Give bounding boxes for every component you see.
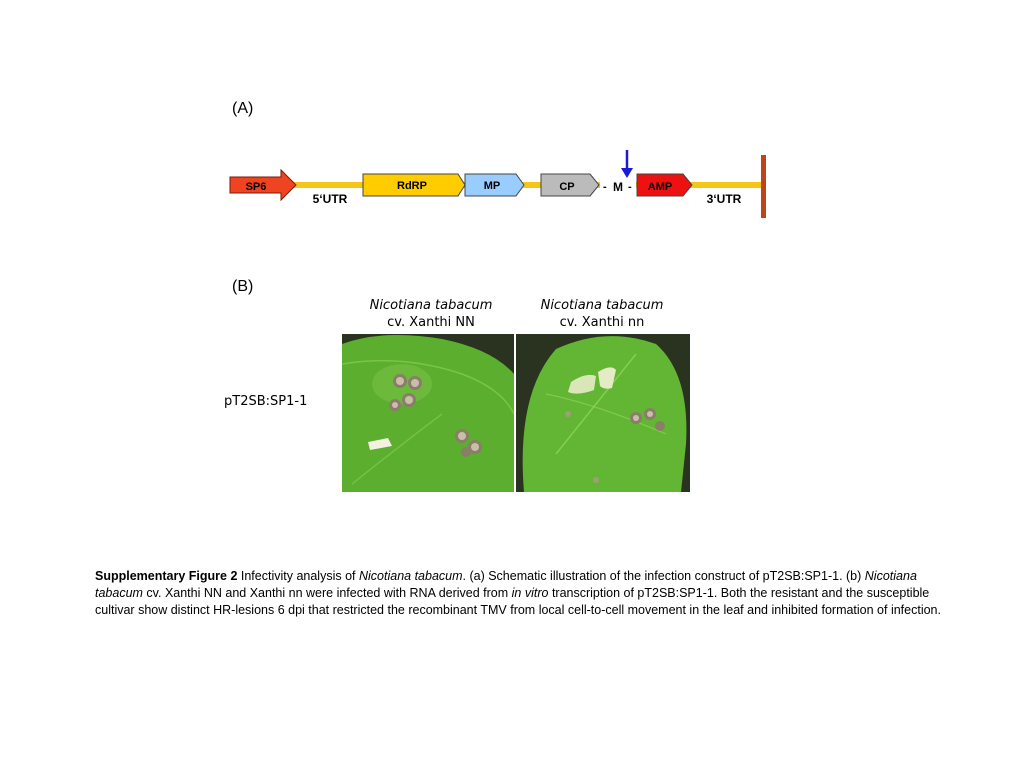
caption-in-vitro: in vitro <box>512 586 549 600</box>
cp-label: CP <box>559 181 574 193</box>
rdrp-label: RdRP <box>397 180 427 192</box>
sp6-label: SP6 <box>246 181 267 193</box>
column-cultivar: cv. Xanthi nn <box>516 314 688 331</box>
caption-text: Infectivity analysis of <box>237 569 359 583</box>
figure-caption: Supplementary Figure 2 Infectivity analy… <box>95 568 955 619</box>
caption-title: Supplementary Figure 2 <box>95 569 237 583</box>
column-species: Nicotiana tabacum <box>516 297 688 314</box>
amp-label: AMP <box>648 181 672 193</box>
mp-label: MP <box>484 180 501 192</box>
column-cultivar: cv. Xanthi NN <box>346 314 516 331</box>
leaf-photo-xanthi-NN <box>342 334 514 492</box>
column-header-xanthi-NN: Nicotiana tabacum cv. Xanthi NN <box>346 297 516 331</box>
m-right-dash: - <box>628 181 632 193</box>
caption-text: cv. Xanthi NN and Xanthi nn were infecte… <box>143 586 512 600</box>
insertion-arrow-head <box>621 168 633 178</box>
construct-backbone <box>285 182 765 188</box>
panel-b-label: (B) <box>232 278 253 296</box>
caption-species: Nicotiana tabacum <box>359 569 463 583</box>
m-left-dash: - <box>603 181 607 193</box>
column-header-xanthi-nn: Nicotiana tabacum cv. Xanthi nn <box>516 297 688 331</box>
m-label: M <box>613 180 623 194</box>
construct-end-bar <box>761 155 766 218</box>
utr3-label: 3‘UTR <box>707 192 742 206</box>
row-label: pT2SB:SP1-1 <box>224 394 307 409</box>
leaf-photo-xanthi-nn <box>516 334 690 492</box>
caption-text: . (a) Schematic illustration of the infe… <box>463 569 865 583</box>
utr5-label: 5‘UTR <box>313 192 348 206</box>
column-species: Nicotiana tabacum <box>346 297 516 314</box>
infection-construct-diagram: SP6 RdRP MP CP - M - AMP 5‘UTR 3‘UTR <box>0 0 1024 260</box>
